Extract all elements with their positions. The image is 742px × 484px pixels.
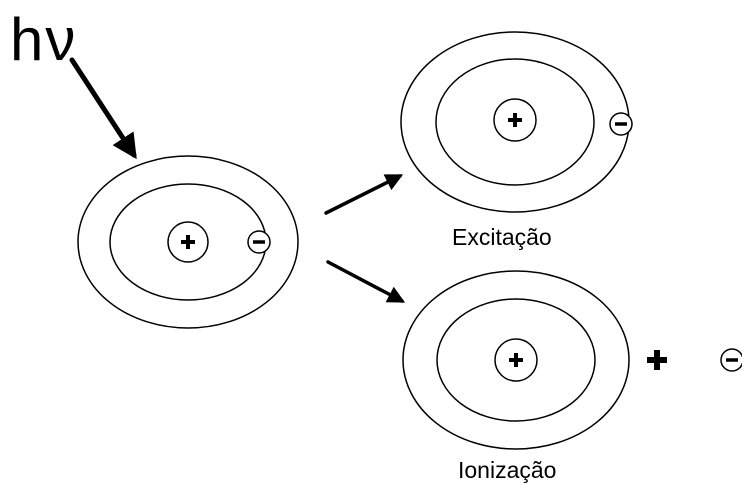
- plus-icon: [509, 353, 523, 367]
- inner-orbit: [435, 58, 595, 186]
- excited-atom: [400, 31, 633, 213]
- inner-orbit: [436, 298, 596, 422]
- ionized-atom: [402, 270, 630, 450]
- caption-excitation: Excitação: [452, 224, 552, 250]
- arrow-to-ionization: [326, 260, 406, 303]
- outer-orbit: [402, 270, 630, 450]
- photon-arrow: [69, 57, 137, 160]
- photon-label: hν: [10, 6, 78, 73]
- initial-atom: [77, 155, 299, 329]
- plus-icon: [181, 235, 195, 249]
- caption-ionization: Ionização: [458, 457, 557, 483]
- plus-icon: [508, 113, 522, 127]
- outer-orbit: [77, 155, 299, 329]
- plus-sign: [647, 350, 667, 370]
- arrow-to-excitation: [324, 174, 404, 215]
